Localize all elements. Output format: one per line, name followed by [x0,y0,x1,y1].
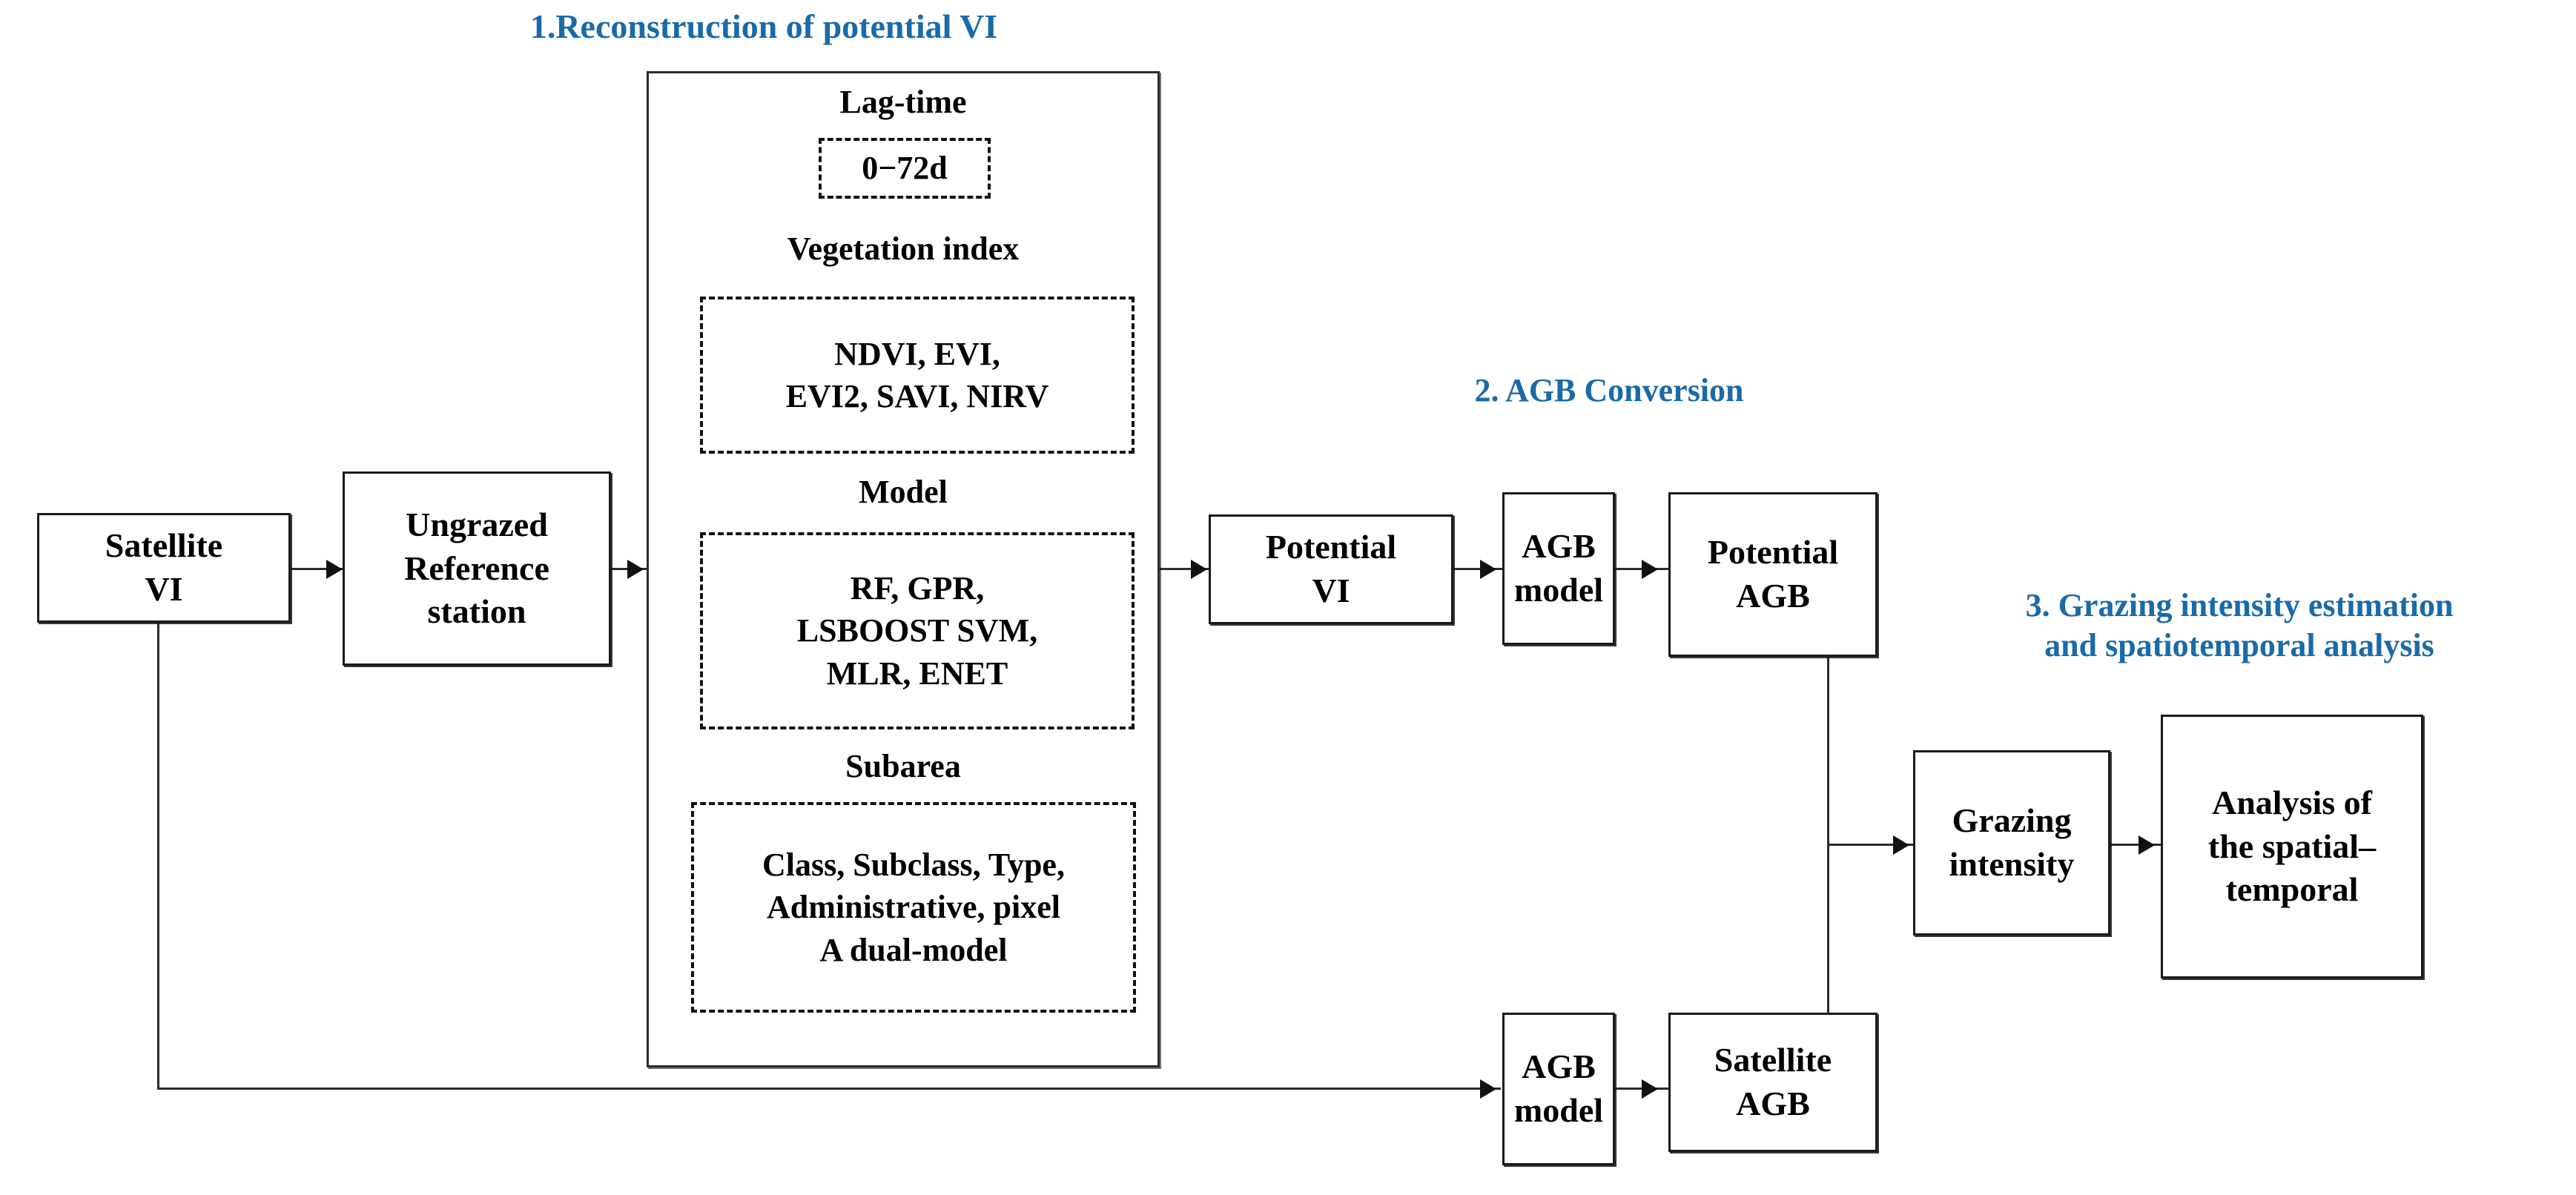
group-label-lag-time: Lag-time [839,84,967,120]
section-title-2: 2. AGB Conversion [1474,372,1744,408]
arrowhead-potential-vi [1191,560,1207,579]
node-agb-model-bottom-line2: model [1513,1091,1604,1129]
node-potential-agb-line1: Potential [1707,533,1839,572]
arrowhead-panel [627,560,644,579]
connector-bottom-horizontal [157,1088,1501,1090]
node-analysis-spatiotemporal[interactable]: Analysis of the spatial– temporal [2161,715,2423,979]
node-agb-model-top-line2: model [1513,571,1604,609]
node-potential-agb-line2: AGB [1736,577,1810,615]
node-ungrazed-line2: Reference [404,549,549,587]
group-box-model: RF, GPR, LSBOOST SVM, MLR, ENET [700,532,1135,729]
node-ungrazed-line1: Ungrazed [406,505,548,543]
node-agb-model-top-line1: AGB [1522,527,1596,566]
node-potential-vi-line1: Potential [1265,528,1397,566]
node-grazing-intensity-line1: Grazing [1952,801,2072,840]
section-title-3: 3. Grazing intensity estimation and spat… [1928,586,2551,665]
node-analysis-line1: Analysis of [2212,783,2372,821]
connector-grazing-to-analysis [2110,844,2164,846]
node-grazing-intensity-line2: intensity [1949,845,2075,883]
connector-satellite-vi-to-ungrazed [291,568,349,570]
node-potential-vi[interactable]: Potential VI [1209,514,1453,624]
vegetation-index-line1: NDVI, EVI, [834,335,1000,372]
node-satellite-vi-line2: VI [145,570,183,608]
connector-potential-agb-vertical [1827,657,1829,1072]
section-title-3-line1: 3. Grazing intensity estimation [2025,587,2454,623]
arrowhead-agb-model-bottom [1480,1079,1496,1099]
group-box-lag-time: 0−72d [819,138,991,199]
connector-branch-to-grazing-intensity [1827,844,1913,846]
arrowhead-analysis [2139,835,2155,855]
node-ungrazed-reference-station[interactable]: Ungrazed Reference station [343,471,611,666]
arrowhead-satellite-agb [1642,1079,1658,1099]
node-satellite-agb-line2: AGB [1736,1085,1810,1122]
node-potential-agb[interactable]: Potential AGB [1668,492,1877,657]
connector-satellite-vi-down [157,623,159,1090]
group-label-vegetation-index: Vegetation index [787,231,1020,267]
group-box-subarea: Class, Subclass, Type, Administrative, p… [691,802,1136,1013]
subarea-line1: Class, Subclass, Type, [762,847,1065,884]
node-satellite-agb[interactable]: Satellite AGB [1668,1013,1877,1152]
group-label-subarea: Subarea [845,748,961,784]
group-label-model: Model [859,474,948,510]
node-potential-vi-line2: VI [1312,572,1350,609]
node-analysis-line3: temporal [2225,870,2359,909]
node-grazing-intensity[interactable]: Grazing intensity [1913,750,2110,936]
node-satellite-vi[interactable]: Satellite VI [37,513,291,623]
group-box-vegetation-index: NDVI, EVI, EVI2, SAVI, NIRV [700,297,1135,454]
arrowhead-grazing-intensity [1893,835,1909,855]
model-line2: LSBOOST SVM, [796,612,1038,649]
node-agb-model-bottom-line1: AGB [1522,1047,1596,1086]
arrowhead-ungrazed [326,560,343,579]
arrowhead-potential-agb [1642,560,1658,579]
subarea-line3: A dual-model [819,931,1008,968]
vegetation-index-line2: EVI2, SAVI, NIRV [785,378,1049,414]
node-analysis-line2: the spatial– [2207,827,2377,865]
node-satellite-vi-line1: Satellite [105,526,223,565]
node-agb-model-bottom[interactable]: AGB model [1502,1013,1615,1165]
connector-panel-to-potential-vi [1159,568,1217,570]
node-satellite-agb-line1: Satellite [1714,1041,1832,1079]
arrowhead-agb-model-top [1480,560,1496,579]
model-line3: MLR, ENET [826,655,1008,692]
model-line1: RF, GPR, [850,570,985,607]
node-ungrazed-line3: station [427,592,526,631]
connector-potential-vi-to-agb-model [1452,568,1505,570]
section-title-1: 1.Reconstruction of potential VI [529,7,998,45]
subarea-line2: Administrative, pixel [767,889,1060,926]
section-title-3-line2: and spatiotemporal analysis [2044,626,2434,663]
node-agb-model-top[interactable]: AGB model [1502,492,1615,645]
